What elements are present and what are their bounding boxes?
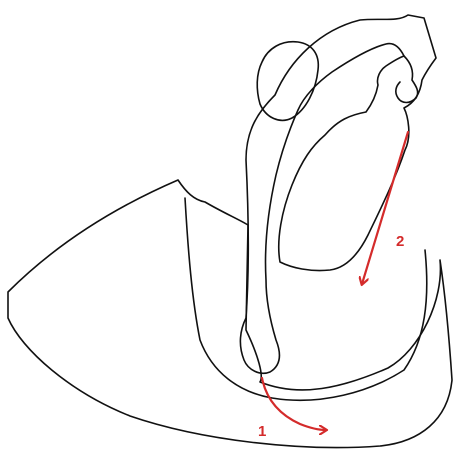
arrow-2 xyxy=(362,132,408,284)
person-head xyxy=(257,42,318,121)
person-right-hand xyxy=(396,56,418,103)
step-label-2: 2 xyxy=(396,233,404,250)
fabric-outline xyxy=(8,180,452,448)
step-label-1: 1 xyxy=(258,423,266,440)
person-body xyxy=(240,15,436,373)
fabric-fold-line xyxy=(185,198,427,400)
